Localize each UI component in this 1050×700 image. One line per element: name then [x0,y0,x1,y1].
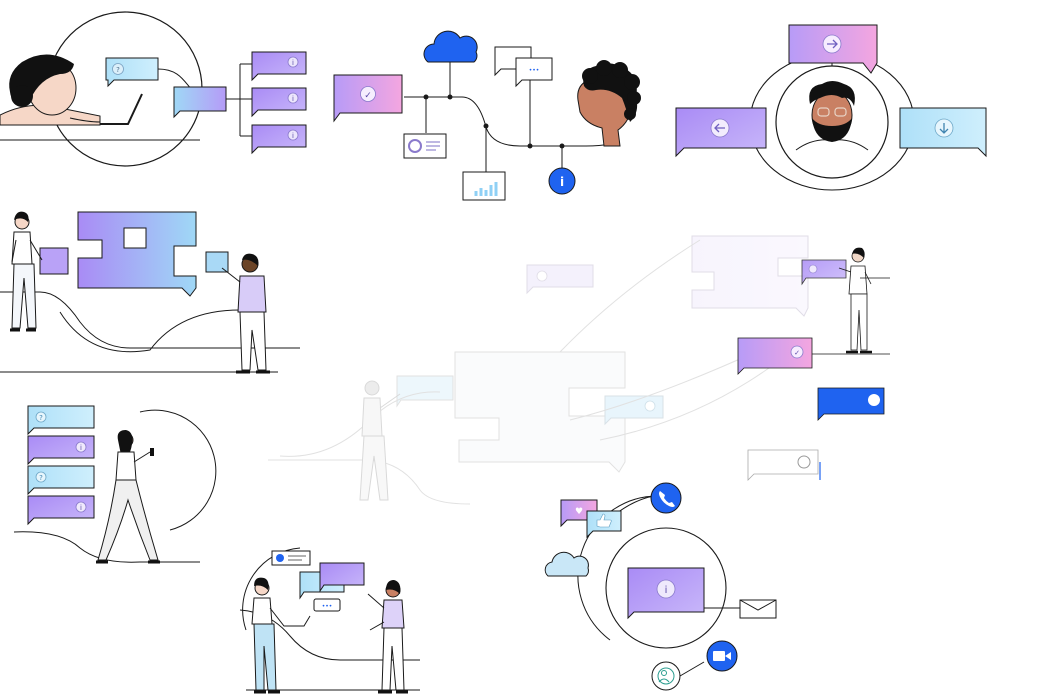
arrow-down-bubble [899,107,987,158]
typing-chat-bubbles: ••• [494,46,553,88]
panel-two-person-conversation: ••• [239,547,420,694]
cloud-icon [423,30,478,63]
arrow-right-bubble [788,24,878,74]
toggle-switch-on [817,387,885,421]
gradient-chat-bubble [173,86,227,119]
chat-bubble-purple [319,562,365,593]
woman-gesturing [367,580,408,694]
panel-puzzle-collaboration [0,211,300,374]
info-badge-icon: i [548,167,576,195]
info-glyph: i [560,175,564,189]
check-icon: ✓ [364,91,372,101]
arrow-left-bubble [675,107,767,158]
person-holding-info-bubble [790,247,890,355]
arrow-down-icon [939,123,949,134]
thumbs-up-icon [596,513,612,528]
person-holding-puzzle-right [221,253,270,374]
video-call-icon [706,640,738,672]
help-icon: ? [39,474,43,482]
help-chat-bubble: ? [105,57,159,88]
info-icon: i [80,504,82,512]
heart-icon: ♥ [575,507,583,517]
dashboard-card-icon [403,133,447,159]
curly-hair-person-avatar [577,60,641,147]
panel-faded-collaboration-center [268,235,809,505]
ellipsis-icon: ••• [322,603,333,610]
info-chat-bubble-large: i [627,567,705,620]
puzzle-piece-right [205,251,229,273]
mail-icon [704,599,777,619]
check-chat-bubble: ✓ [333,74,403,123]
ellipsis-icon: ••• [529,67,540,74]
thumbs-up-bubble [586,510,622,539]
globe-user-icon [651,661,705,691]
puzzle-shape [77,211,197,297]
person-holding-puzzle-left [10,211,43,332]
bubble-stack-left: ? i ? i [27,405,95,526]
puzzle-piece-left [39,247,69,275]
phone-icon [650,482,682,514]
info-bubble-stack: i i i [251,51,307,155]
arrow-left-icon [714,123,725,133]
info-icon: i [292,132,294,140]
cloud-outline-icon [544,551,589,577]
walking-woman-with-phone [96,430,160,564]
help-icon: ? [116,66,120,74]
info-icon: i [292,95,294,103]
bearded-man-avatar [795,81,869,151]
toggle-switch-off [747,449,821,481]
panel-walking-phone-user: ? i ? i [13,405,217,564]
panel-cloud-network-flow: ✓ ••• i [333,30,641,201]
person-with-laptop [0,54,143,126]
info-icon: i [80,444,82,452]
panel-laptop-user-chat: ? i i i [0,11,307,167]
check-bubble-right: ✓ [737,337,813,375]
arrow-right-icon [827,39,838,49]
typing-indicator-bubble: ••• [313,598,341,612]
panel-omnichannel-hub: i ♥ [544,482,777,691]
faded-person [359,380,401,501]
info-icon: i [292,59,294,67]
checked-task-card [271,550,311,566]
faded-puzzle-right [691,235,809,317]
info-icon: i [665,585,668,596]
bar-chart-card-icon [462,171,506,201]
panel-avatar-direction-hub [675,24,987,191]
woman-with-laptop [251,577,311,694]
check-icon: ✓ [794,349,800,357]
help-icon: ? [39,414,43,422]
